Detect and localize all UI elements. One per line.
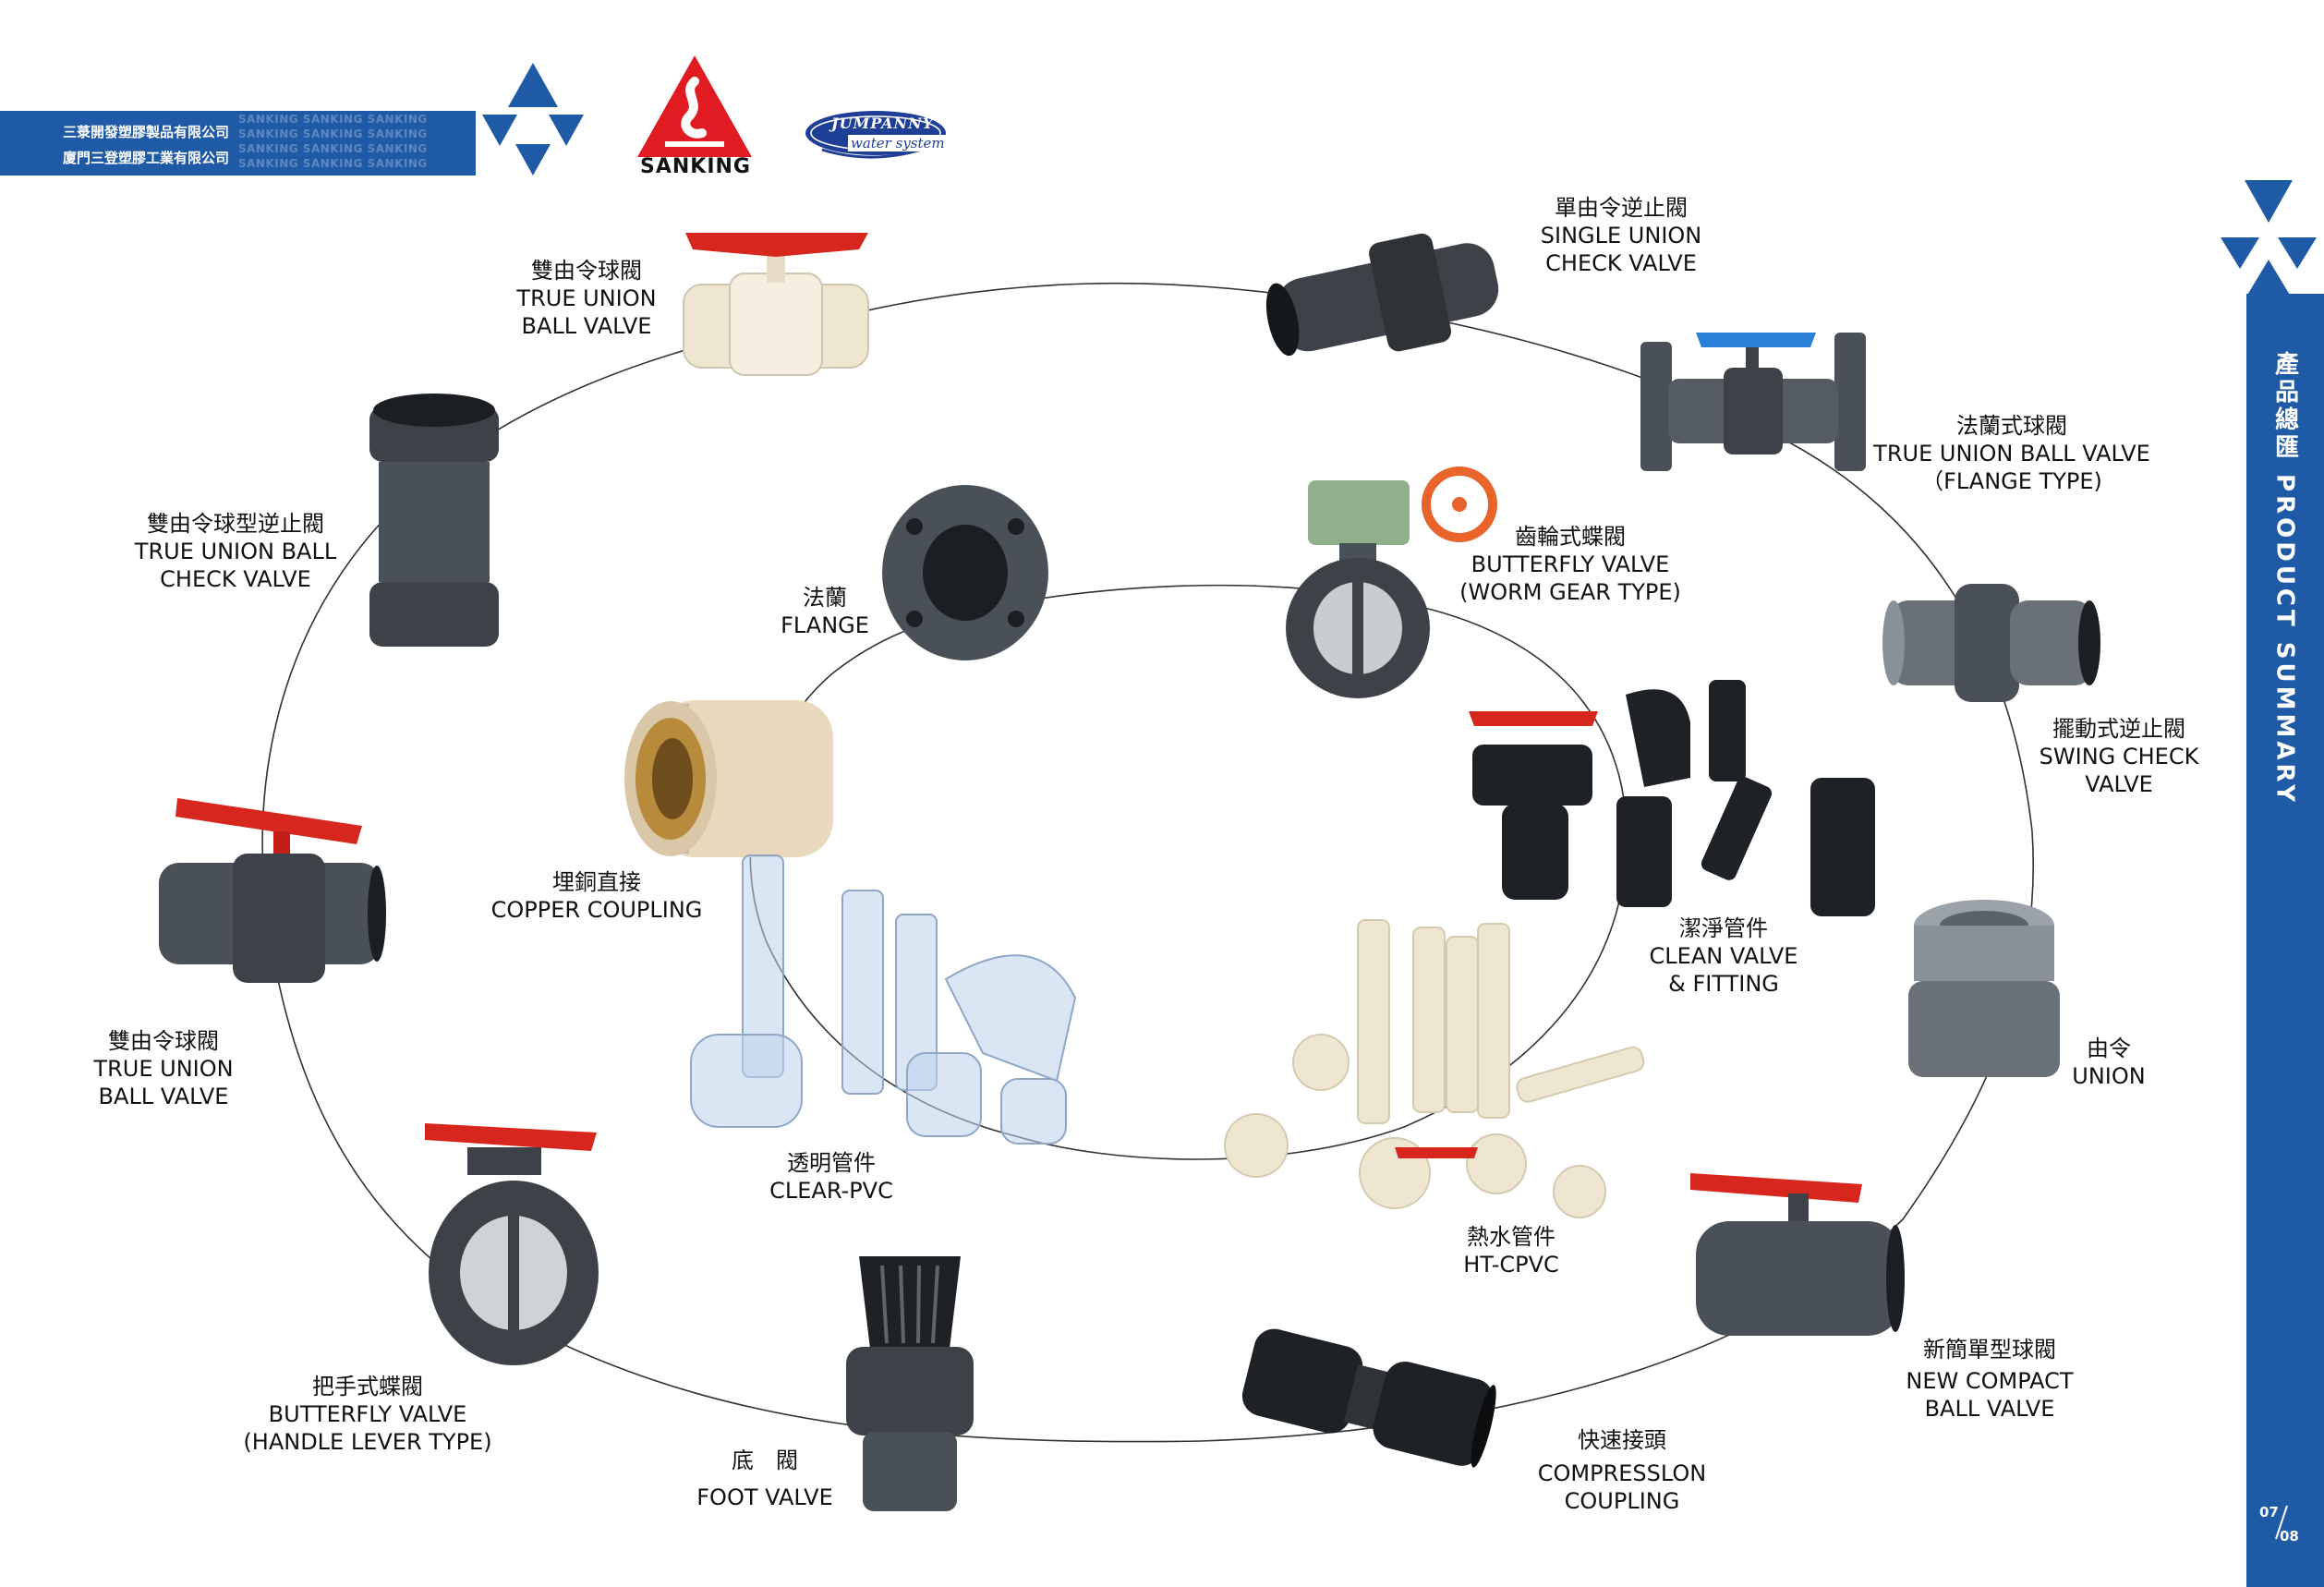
brand-name: SANKING — [640, 155, 751, 178]
label-new-compact-ball-valve: 新簡單型球閥 NEW COMPACT BALL VALVE — [1906, 1337, 2074, 1422]
clean-valve-fitting-image — [1469, 680, 1875, 916]
label-true-union-ball-check-valve: 雙由令球型逆止閥 TRUE UNION BALL CHECK VALVE — [134, 511, 337, 592]
label-flange: 法蘭 FLANGE — [781, 585, 869, 638]
watermark-row: SANKING SANKING SANKING — [238, 113, 428, 126]
label-true-union-ball-valve-top: 雙由令球閥 TRUE UNION BALL VALVE — [516, 258, 657, 339]
butterfly-valve-handle-image — [425, 1123, 599, 1365]
page-slash-icon — [2275, 1505, 2288, 1540]
label-single-union-check-valve: 單由令逆止閥 SINGLE UNION CHECK VALVE — [1540, 195, 1702, 276]
sidebar: 產品總匯 PRODUCT SUMMARY 07 08 — [2246, 294, 2324, 1587]
sanking-logo-icon — [637, 55, 752, 157]
company-name-2: 廈門三登塑膠工業有限公司 — [63, 150, 230, 166]
ht-cpvc-image — [1224, 919, 1645, 1218]
swing-check-valve-image — [1882, 584, 2100, 702]
watermark-row: SANKING SANKING SANKING — [238, 142, 428, 155]
page-number-left: 07 — [2259, 1504, 2279, 1520]
company-name-1: 三菉開發塑膠製品有限公司 — [63, 124, 230, 140]
sidebar-triangle-logo-icon — [2221, 180, 2317, 297]
watermark-row: SANKING SANKING SANKING — [238, 157, 428, 170]
label-foot-valve: 底 閥 FOOT VALVE — [696, 1448, 833, 1510]
triangle-logo-icon — [482, 63, 584, 176]
header-band: SANKING SANKING SANKING SANKING SANKING … — [0, 111, 476, 176]
brand-secondary-bottom: water system — [848, 135, 948, 151]
butterfly-valve-worm-gear-image — [1286, 466, 1497, 698]
copper-coupling-image — [624, 700, 833, 857]
label-union: 由令 UNION — [2072, 1036, 2146, 1089]
label-butterfly-valve-handle: 把手式蝶閥 BUTTERFLY VALVE (HANDLE LEVER TYPE… — [243, 1374, 492, 1455]
label-true-union-ball-valve-flange: 法蘭式球閥 TRUE UNION BALL VALVE （FLANGE TYPE… — [1873, 413, 2150, 494]
label-compression-coupling: 快速接頭 COMPRESSLON COUPLING — [1537, 1427, 1707, 1514]
brand-secondary-top: JUMPANNY — [831, 115, 935, 132]
label-true-union-ball-valve-left: 雙由令球閥 TRUE UNION BALL VALVE — [93, 1028, 234, 1109]
label-copper-coupling: 埋銅直接 COPPER COUPLING — [490, 869, 703, 923]
label-butterfly-valve-worm-gear: 齒輪式蝶閥 BUTTERFLY VALVE (WORM GEAR TYPE) — [1459, 524, 1681, 605]
label-clear-pvc: 透明管件 CLEAR-PVC — [769, 1150, 893, 1204]
true-union-ball-valve-flange-image — [1640, 333, 1866, 471]
label-clean-valve-fitting: 潔淨管件 CLEAN VALVE & FITTING — [1649, 915, 1798, 997]
label-swing-check-valve: 擺動式逆止閥 SWING CHECK VALVE — [2039, 716, 2199, 797]
single-union-check-valve-image — [1265, 233, 1499, 357]
sidebar-title: 產品總匯 PRODUCT SUMMARY — [2270, 351, 2299, 806]
new-compact-ball-valve-image — [1690, 1173, 1905, 1336]
true-union-ball-valve-top-image — [683, 233, 869, 376]
union-image — [1908, 900, 2060, 1077]
label-ht-cpvc: 熱水管件 HT-CPVC — [1463, 1224, 1559, 1278]
compression-coupling-image — [1241, 1328, 1496, 1468]
foot-valve-image — [846, 1256, 974, 1511]
clear-pvc-image — [690, 854, 1077, 1145]
page-number-right: 08 — [2280, 1528, 2299, 1545]
flange-image — [882, 485, 1048, 660]
true-union-ball-valve-left-image — [159, 798, 386, 983]
watermark-row: SANKING SANKING SANKING — [238, 127, 428, 140]
true-union-ball-check-valve-image — [369, 394, 499, 647]
